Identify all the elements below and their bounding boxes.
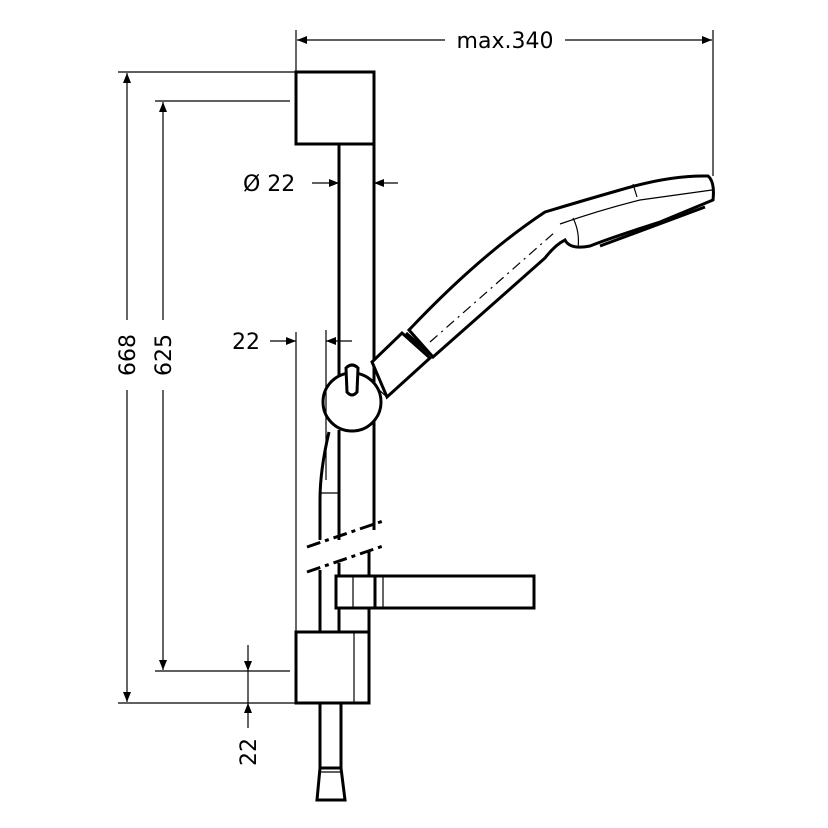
bottom-wall-bracket <box>294 630 371 705</box>
dimension-bottom-offset: 22 <box>237 645 262 766</box>
dimension-total-height: 668 <box>116 71 296 704</box>
dimension-rail-diameter: Ø 22 <box>243 172 398 197</box>
dimension-label-max-width: max.340 <box>457 29 554 54</box>
hand-shower <box>405 174 715 360</box>
break-lines <box>306 518 387 574</box>
shower-hose <box>315 431 347 802</box>
dimension-label-bracket-spacing: 625 <box>152 334 177 376</box>
dimension-wall-offset: 22 <box>232 330 352 632</box>
dimension-label-bottom-offset: 22 <box>237 738 262 766</box>
dimension-max-width: max.340 <box>295 29 714 176</box>
soap-dish <box>334 574 536 610</box>
top-wall-bracket <box>294 70 376 146</box>
shower-holder <box>321 330 433 433</box>
dimension-label-wall-offset: 22 <box>232 330 260 355</box>
dimension-label-total-height: 668 <box>116 334 141 376</box>
dimension-label-rail-diameter: Ø 22 <box>243 172 295 197</box>
dimension-bracket-spacing: 625 <box>152 100 290 672</box>
